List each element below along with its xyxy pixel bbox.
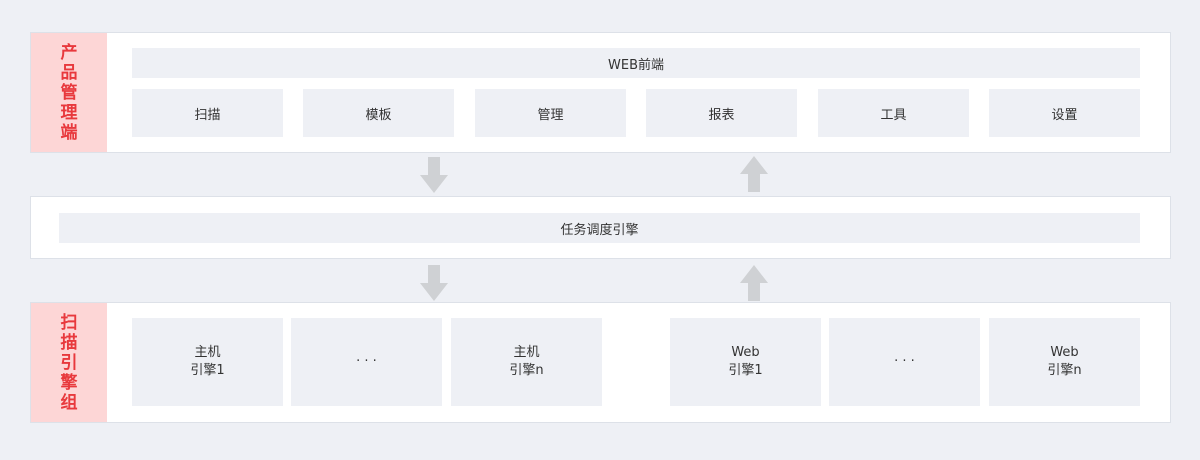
scan-engine-group-panel: 扫 描 引 擎 组 主机 引擎1 · · · 主机 引擎n Web 引擎1 · … [30,302,1171,423]
label-char: 品 [60,62,78,83]
arrow-up-icon [740,265,768,301]
label-char: 组 [60,392,78,413]
module-report: 报表 [646,89,797,137]
module-template: 模板 [303,89,454,137]
label-char: 擎 [60,372,78,393]
label-char: 产 [60,42,78,63]
arrow-up-icon [740,156,768,192]
host-engine-ellipsis: · · · [291,318,442,406]
engine-line1: · · · [894,354,915,369]
module-label: 管理 [537,107,564,123]
label-char: 描 [60,332,78,353]
module-tools: 工具 [818,89,969,137]
engine-line2: 引擎1 [190,363,225,378]
engine-line1: · · · [356,354,377,369]
scheduler-box: 任务调度引擎 [59,213,1140,243]
module-label: 设置 [1051,107,1078,123]
scan-engine-group-label: 扫 描 引 擎 组 [31,303,107,422]
label-char: 理 [60,102,78,123]
web-engine-n: Web 引擎n [989,318,1140,406]
module-label: 模板 [365,107,392,123]
arrow-down-icon [420,157,448,193]
engine-line1: 主机 [513,345,540,360]
scheduler-text: 任务调度引擎 [560,222,639,238]
scheduler-panel: 任务调度引擎 [30,196,1171,259]
engine-line1: 主机 [194,345,221,360]
module-label: 报表 [708,107,735,123]
web-frontend-box: WEB前端 [132,48,1140,78]
module-label: 扫描 [194,107,221,123]
module-scan: 扫描 [132,89,283,137]
label-char: 引 [60,352,78,373]
module-management: 管理 [475,89,626,137]
module-label: 工具 [880,107,907,123]
host-engine-n: 主机 引擎n [451,318,602,406]
product-management-panel: 产 品 管 理 端 WEB前端 扫描 模板 管理 报表 工具 设置 [30,32,1171,153]
label-char: 端 [60,122,78,143]
product-management-label: 产 品 管 理 端 [31,33,107,152]
label-char: 扫 [60,312,78,333]
arrow-down-icon [420,265,448,301]
web-frontend-text: WEB前端 [608,57,664,73]
module-settings: 设置 [989,89,1140,137]
label-char: 管 [60,82,78,103]
web-engine-1: Web 引擎1 [670,318,821,406]
host-engine-1: 主机 引擎1 [132,318,283,406]
web-engine-ellipsis: · · · [829,318,980,406]
engine-line2: 引擎n [509,363,544,378]
engine-line2: 引擎n [1047,363,1082,378]
engine-line2: 引擎1 [728,363,763,378]
engine-line1: Web [731,345,760,360]
engine-line1: Web [1050,345,1079,360]
